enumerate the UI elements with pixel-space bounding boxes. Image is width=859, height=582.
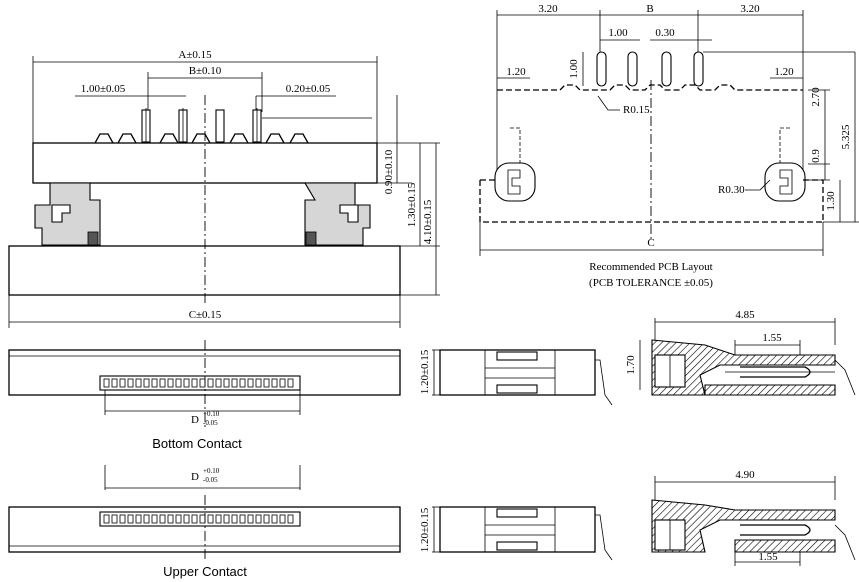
upper-contact-view: D +0.10 -0.05 Upper Contact [8,465,401,579]
dim-h1: 0.90±0.10 [383,149,395,194]
contact-tooth [175,514,182,524]
dim-c: C±0.15 [189,309,222,321]
dim-a: A±0.15 [178,49,212,61]
contact-tooth [159,378,166,388]
pcb-dim-120-right: 1.20 [774,66,794,78]
contact-tooth [151,378,158,388]
sec-dim-490: 4.90 [735,469,755,481]
section-bottom-contact: 4.85 1.55 1.70 [625,309,856,396]
sec-dim-155-bottom: 1.55 [758,551,778,563]
side-view-bottom: 1.20±0.15 [419,349,613,406]
contact-tooth [119,378,126,388]
contact-tooth [215,514,222,524]
contact-tooth [191,514,198,524]
contact-tooth [287,378,294,388]
sec-dim-485: 4.85 [735,309,755,321]
contact-tooth [207,514,214,524]
contact-tooth [223,378,230,388]
pcb-dim-100: 1.00 [608,27,628,39]
pcb-dim-5325: 5.325 [840,124,852,149]
pcb-dim-320-right: 3.20 [740,3,760,15]
dim-d-plus-bottom: +0.10 [203,410,220,418]
contact-tooth [143,378,150,388]
contact-tooth [263,514,270,524]
contact-tooth [135,378,142,388]
label-upper-contact: Upper Contact [163,564,247,579]
contact-tooth [255,378,262,388]
contact-tooth [167,378,174,388]
dim-d-plus-upper: +0.10 [203,467,220,475]
contact-tooth [231,514,238,524]
pcb-dim-030: 0.30 [655,27,675,39]
contact-tooth [215,378,222,388]
pcb-r015: R0.15 [623,104,650,116]
dim-pin-width: 0.20±0.05 [286,83,331,95]
sec-dim-155-top: 1.55 [762,332,782,344]
contact-tooth [279,378,286,388]
contact-tooth [231,378,238,388]
contact-tooth [223,514,230,524]
contact-tooth [263,378,270,388]
dim-d-upper: D [191,471,199,483]
contact-tooth [287,514,294,524]
contact-tooth [127,378,134,388]
contact-tooth [111,378,118,388]
contact-tooth [279,514,286,524]
contact-tooth [191,378,198,388]
pcb-dim-100-vert: 1.00 [568,59,580,79]
contact-tooth [271,514,278,524]
pcb-dim-c: C [647,237,654,249]
pcb-dim-320-left: 3.20 [538,3,558,15]
sec-dim-170: 1.70 [625,355,637,375]
front-view: A±0.15 B±0.10 1.00±0.05 0.20±0.05 0.90±0… [8,49,440,328]
contact-tooth [239,378,246,388]
contact-tooth [183,514,190,524]
contact-tooth [183,378,190,388]
pcb-dim-130: 1.30 [825,191,837,211]
pcb-r030: R0.30 [718,184,745,196]
dim-d-minus-bottom: -0.05 [203,419,218,427]
dim-b: B±0.10 [189,65,222,77]
pcb-layout: 3.20 B 3.20 1.00 0.30 1.00 1.20 1.20 R0.… [479,3,859,289]
contact-tooth [135,514,142,524]
contact-tooth [167,514,174,524]
contact-tooth [247,514,254,524]
bottom-contact-view: D +0.10 -0.05 Bottom Contact [8,340,401,451]
contact-tooth [103,514,110,524]
contact-tooth [119,514,126,524]
contact-tooth [175,378,182,388]
dim-d-minus-upper: -0.05 [203,476,218,484]
pcb-dim-120-left: 1.20 [506,66,526,78]
pcb-title: Recommended PCB Layout [589,261,712,273]
dim-thk-top: 1.20±0.15 [419,349,431,394]
dim-pitch: 1.00±0.05 [81,83,126,95]
contact-tooth [127,514,134,524]
contact-tooth [247,378,254,388]
side-view-upper: 1.20±0.15 [419,506,613,561]
contact-tooth [151,514,158,524]
dim-d-bottom: D [191,414,199,426]
contact-tooth [143,514,150,524]
pcb-tolerance: (PCB TOLERANCE ±0.05) [589,277,713,289]
label-bottom-contact: Bottom Contact [152,436,242,451]
section-upper-contact: 4.90 1.55 [651,469,856,566]
contact-tooth [103,378,110,388]
pcb-dim-270: 2.70 [810,87,822,107]
contact-tooth [255,514,262,524]
contact-tooth [159,514,166,524]
contact-tooth [207,378,214,388]
contact-tooth [111,514,118,524]
pcb-dim-09: 0.9 [810,149,822,163]
dim-h2: 1.30±0.15 [406,182,418,227]
contact-tooth [271,378,278,388]
dim-thk-bottom: 1.20±0.15 [419,507,431,552]
dim-h3: 4.10±0.15 [422,199,434,244]
pcb-dim-b: B [646,3,653,15]
contact-tooth [239,514,246,524]
